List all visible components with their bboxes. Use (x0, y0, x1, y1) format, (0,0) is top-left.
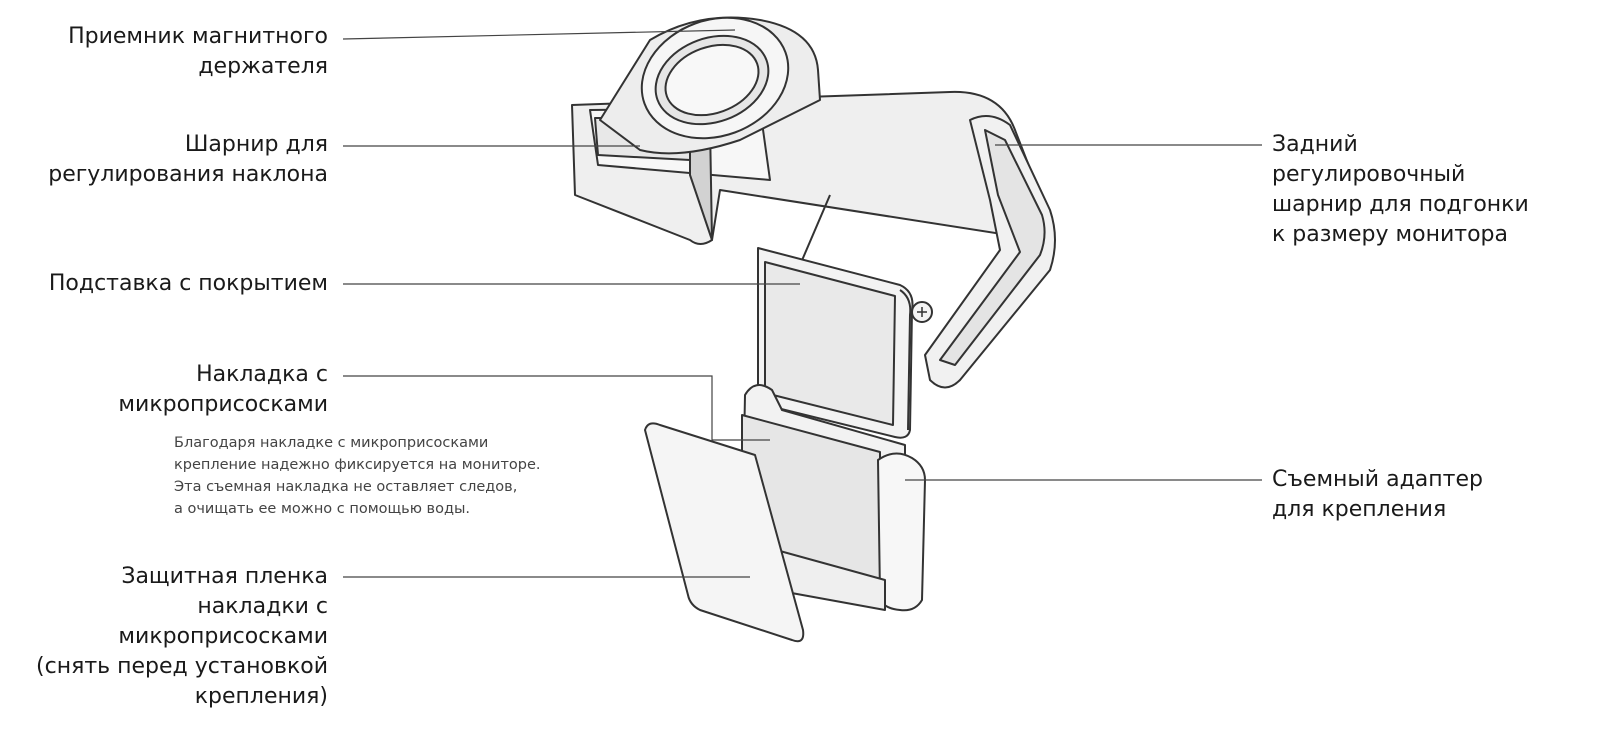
label-protective-film: Защитная пленка накладки с микроприсоска… (36, 564, 328, 709)
label-rear-hinge: Задний регулировочный шарнир для подгонк… (1272, 132, 1529, 247)
leader-micro-suction-pad (343, 375, 770, 441)
protective-film (644, 422, 805, 643)
micro-suction-description: Благодаря накладке с микроприсосками кре… (174, 435, 541, 517)
label-micro-suction-pad: Накладка с микроприсосками (118, 362, 328, 417)
label-tilt-hinge: Шарнир для регулирования наклона (48, 132, 328, 187)
label-coated-stand: Подставка с покрытием (48, 271, 328, 296)
removable-adapter (877, 452, 926, 612)
leader-magnet-receiver (342, 29, 736, 40)
label-magnet-receiver: Приемник магнитного держателя (68, 24, 328, 79)
label-removable-adapter: Съемный адаптер для крепления (1272, 467, 1483, 522)
